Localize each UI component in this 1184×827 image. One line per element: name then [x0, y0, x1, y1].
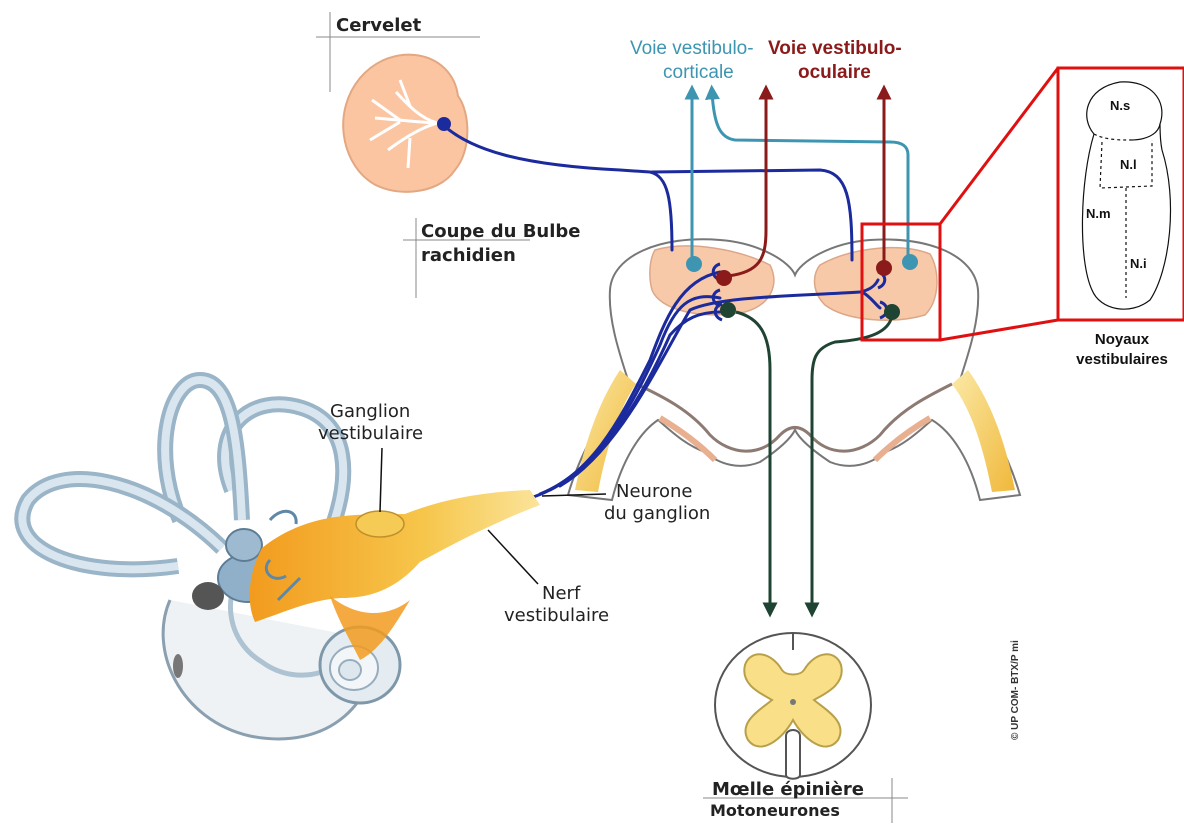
label-vestibulo-ocular-2: oculaire [798, 62, 871, 84]
label-moelle: Mœlle épinière [712, 780, 864, 801]
label-ganglion-1: Ganglion [330, 402, 410, 423]
label-ganglion-2: vestibulaire [318, 424, 423, 445]
label-vestibulo-cortical-2: corticale [663, 62, 734, 84]
inset-label-ns: N.s [1110, 98, 1130, 113]
inset-label-nl: N.l [1120, 157, 1137, 172]
inset-label-nm: N.m [1086, 206, 1111, 221]
vestibulo-cortical-pathway [692, 92, 908, 262]
medulla-section-icon [568, 239, 1020, 500]
label-nerf-2: vestibulaire [504, 606, 609, 627]
label-nerf-1: Nerf [542, 584, 580, 605]
label-coupe-bulbe-1: Coupe du Bulbe [421, 222, 581, 243]
label-motoneurones: Motoneurones [710, 802, 840, 820]
inset-label-ni: N.i [1130, 256, 1147, 271]
label-neurone-2: du ganglion [604, 504, 710, 525]
label-coupe-bulbe-2: rachidien [421, 246, 516, 267]
label-noyaux-vestibulaires: Noyaux vestibulaires [1060, 330, 1184, 369]
label-vestibulo-ocular-1: Voie vestibulo- [768, 38, 902, 60]
copyright-credit: © UP COM- BTX/P mi [1010, 640, 1021, 740]
label-neurone-1: Neurone [616, 482, 692, 503]
label-cervelet: Cervelet [336, 16, 421, 37]
nuclei-inset-drawing [1082, 82, 1170, 309]
label-vestibulo-cortical-1: Voie vestibulo- [630, 38, 754, 60]
label-noyaux-1: Noyaux [1095, 331, 1149, 348]
spinal-cord-icon [715, 632, 871, 779]
label-noyaux-2: vestibulaires [1076, 351, 1168, 368]
